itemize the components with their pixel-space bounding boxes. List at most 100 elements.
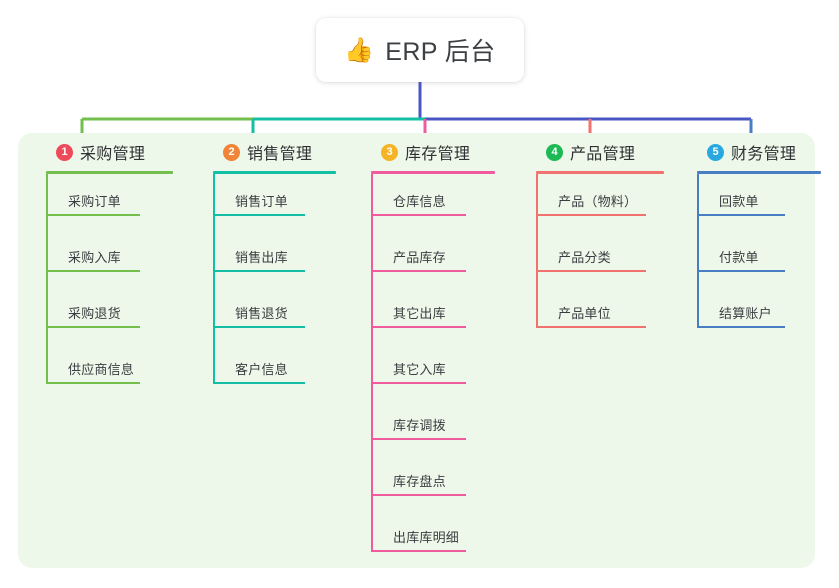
column-items-2: 销售订单销售出库销售退货客户信息 bbox=[213, 174, 347, 398]
list-item-rule bbox=[697, 270, 785, 272]
list-item[interactable]: 销售出库 bbox=[213, 230, 347, 286]
list-item[interactable]: 库存调拨 bbox=[371, 398, 505, 454]
column-header-1[interactable]: 1 采购管理 bbox=[34, 133, 180, 171]
column-spine-5 bbox=[697, 174, 699, 328]
list-item[interactable]: 出库库明细 bbox=[371, 510, 505, 566]
column-4: 4 产品管理产品（物料） 产品分类产品单位 bbox=[524, 133, 670, 342]
list-item[interactable]: 供应商信息 bbox=[46, 342, 180, 398]
root-title: ERP 后台 bbox=[385, 38, 496, 66]
list-item-label: 产品库存 bbox=[393, 250, 446, 265]
list-item-label: 采购入库 bbox=[68, 250, 121, 265]
column-3: 3 库存管理仓库信息产品库存其它出库其它入库库存调拨库存盘点出库库明细 bbox=[359, 133, 505, 566]
list-item-rule bbox=[371, 214, 466, 216]
list-item-label: 回款单 bbox=[719, 194, 759, 209]
column-underline-5 bbox=[697, 171, 821, 174]
column-underline-3 bbox=[371, 171, 495, 174]
column-spine-3 bbox=[371, 174, 373, 552]
list-item-rule bbox=[213, 326, 305, 328]
column-title-2: 销售管理 bbox=[247, 146, 313, 163]
list-item-label: 销售退货 bbox=[235, 306, 288, 321]
list-item[interactable]: 回款单 bbox=[697, 174, 831, 230]
list-item-rule bbox=[371, 326, 466, 328]
column-header-4[interactable]: 4 产品管理 bbox=[524, 133, 670, 171]
columns-container: 1 采购管理采购订单采购入库采购退货供应商信息 2 销售管理销售订单销售出库销售退货客… bbox=[18, 133, 821, 568]
column-title-4: 产品管理 bbox=[570, 146, 636, 163]
list-item[interactable]: 产品分类 bbox=[536, 230, 670, 286]
column-badge-2: 2 bbox=[223, 143, 240, 161]
list-item[interactable]: 结算账户 bbox=[697, 286, 831, 342]
column-title-3: 库存管理 bbox=[405, 146, 471, 163]
column-badge-1: 1 bbox=[56, 143, 73, 161]
list-item-rule bbox=[371, 438, 466, 440]
list-item-rule bbox=[46, 326, 140, 328]
list-item-label: 仓库信息 bbox=[393, 194, 446, 209]
list-item-label: 产品单位 bbox=[558, 306, 611, 321]
list-item-rule bbox=[536, 214, 646, 216]
list-item-rule bbox=[697, 214, 785, 216]
list-item[interactable]: 库存盘点 bbox=[371, 454, 505, 510]
list-item-label: 供应商信息 bbox=[68, 362, 135, 377]
column-underline-4 bbox=[536, 171, 664, 174]
column-header-5[interactable]: 5 财务管理 bbox=[685, 133, 831, 171]
list-item-label: 其它出库 bbox=[393, 306, 446, 321]
column-badge-3: 3 bbox=[381, 143, 398, 161]
list-item[interactable]: 采购订单 bbox=[46, 174, 180, 230]
column-header-3[interactable]: 3 库存管理 bbox=[359, 133, 505, 171]
list-item-rule bbox=[371, 270, 466, 272]
list-item-rule bbox=[371, 550, 466, 552]
column-title-1: 采购管理 bbox=[80, 146, 146, 163]
list-item-label: 产品（物料） bbox=[558, 194, 638, 209]
list-item[interactable]: 产品单位 bbox=[536, 286, 670, 342]
list-item-label: 库存调拨 bbox=[393, 418, 446, 433]
list-item-label: 产品分类 bbox=[558, 250, 611, 265]
list-item-rule bbox=[213, 214, 305, 216]
column-badge-4: 4 bbox=[546, 143, 563, 161]
list-item[interactable]: 采购退货 bbox=[46, 286, 180, 342]
list-item-label: 采购退货 bbox=[68, 306, 121, 321]
list-item-rule bbox=[213, 270, 305, 272]
list-item-rule bbox=[371, 494, 466, 496]
column-spine-1 bbox=[46, 174, 48, 384]
root-node[interactable]: 👍 ERP 后台 bbox=[316, 18, 524, 82]
list-item-rule bbox=[46, 382, 140, 384]
list-item[interactable]: 付款单 bbox=[697, 230, 831, 286]
list-item-label: 结算账户 bbox=[719, 306, 772, 321]
list-item-rule bbox=[46, 214, 140, 216]
list-item[interactable]: 销售订单 bbox=[213, 174, 347, 230]
list-item[interactable]: 其它出库 bbox=[371, 286, 505, 342]
list-item-rule bbox=[371, 382, 466, 384]
list-item-label: 出库库明细 bbox=[393, 530, 460, 545]
list-item[interactable]: 仓库信息 bbox=[371, 174, 505, 230]
column-2: 2 销售管理销售订单销售出库销售退货客户信息 bbox=[201, 133, 347, 398]
column-5: 5 财务管理回款单付款单结算账户 bbox=[685, 133, 831, 342]
list-item-label: 其它入库 bbox=[393, 362, 446, 377]
column-badge-5: 5 bbox=[707, 143, 724, 161]
list-item-rule bbox=[536, 326, 646, 328]
list-item-label: 付款单 bbox=[719, 250, 759, 265]
list-item[interactable]: 销售退货 bbox=[213, 286, 347, 342]
column-items-1: 采购订单采购入库采购退货供应商信息 bbox=[46, 174, 180, 398]
list-item[interactable]: 产品库存 bbox=[371, 230, 505, 286]
column-underline-1 bbox=[46, 171, 173, 174]
list-item[interactable]: 其它入库 bbox=[371, 342, 505, 398]
thumbs-up-icon: 👍 bbox=[344, 36, 375, 64]
list-item-label: 销售出库 bbox=[235, 250, 288, 265]
list-item[interactable]: 产品（物料） bbox=[536, 174, 670, 230]
list-item-rule bbox=[213, 382, 305, 384]
list-item-rule bbox=[46, 270, 140, 272]
list-item-label: 销售订单 bbox=[235, 194, 288, 209]
list-item-rule bbox=[697, 326, 785, 328]
column-spine-4 bbox=[536, 174, 538, 328]
list-item[interactable]: 客户信息 bbox=[213, 342, 347, 398]
list-item[interactable]: 采购入库 bbox=[46, 230, 180, 286]
column-header-2[interactable]: 2 销售管理 bbox=[201, 133, 347, 171]
column-spine-2 bbox=[213, 174, 215, 384]
column-1: 1 采购管理采购订单采购入库采购退货供应商信息 bbox=[34, 133, 180, 398]
column-title-5: 财务管理 bbox=[731, 146, 797, 163]
column-items-5: 回款单付款单结算账户 bbox=[697, 174, 831, 342]
list-item-label: 采购订单 bbox=[68, 194, 121, 209]
list-item-label: 库存盘点 bbox=[393, 474, 446, 489]
list-item-label: 客户信息 bbox=[235, 362, 288, 377]
column-items-3: 仓库信息产品库存其它出库其它入库库存调拨库存盘点出库库明细 bbox=[371, 174, 505, 566]
column-underline-2 bbox=[213, 171, 336, 174]
